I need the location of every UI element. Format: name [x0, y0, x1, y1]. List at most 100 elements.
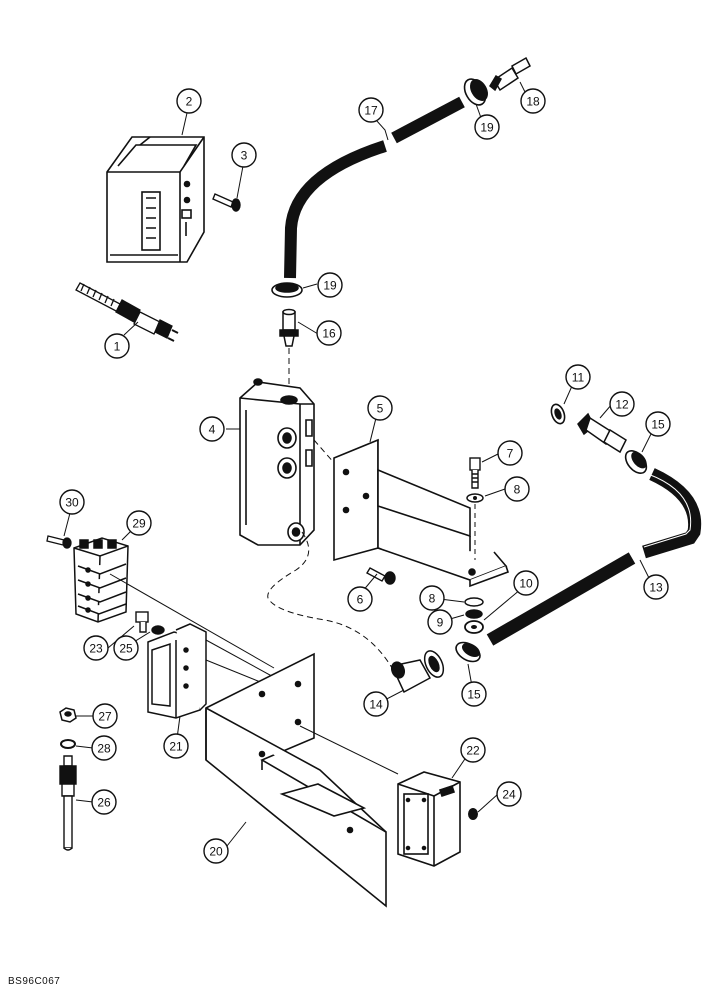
heater-element-part-26: [59, 755, 77, 851]
callout-9-label: 9: [437, 616, 444, 630]
callout-28-label: 28: [97, 742, 111, 756]
callout-28: 28: [91, 735, 117, 761]
callout-13: 13: [643, 574, 669, 600]
nut-part-25: [151, 625, 165, 635]
lockwasher-part-9: [465, 609, 483, 619]
fitting-part-16: [279, 308, 299, 347]
callout-16: 16: [316, 320, 342, 346]
callout-22-label: 22: [466, 744, 480, 758]
nut-part-27: [59, 707, 77, 723]
callout-4: 4: [199, 416, 225, 442]
callout-19-top-label: 19: [480, 121, 494, 135]
bracket-part-5: [333, 438, 510, 588]
callout-30-label: 30: [65, 496, 79, 510]
callout-22: 22: [460, 737, 486, 763]
callout-25-label: 25: [119, 642, 133, 656]
hose-part-13-detail: [643, 473, 692, 548]
callout-15-bottom-label: 15: [467, 688, 481, 702]
hose-clamp-19-top: [463, 78, 488, 106]
callout-23-label: 23: [89, 642, 103, 656]
callout-11-label: 11: [572, 371, 585, 385]
hose-clamp-19-middle: [271, 282, 303, 298]
hose-clamp-15-right: [624, 449, 648, 475]
callout-20: 20: [203, 838, 229, 864]
callout-15-right-label: 15: [651, 418, 665, 432]
callout-2: 2: [176, 88, 202, 114]
figure-code: BS96C067: [8, 976, 61, 987]
callout-1: 1: [104, 333, 130, 359]
heater-body-part-4: [239, 378, 315, 546]
callout-8-top-label: 8: [514, 483, 521, 497]
bolt-part-23: [135, 611, 149, 633]
callout-23: 23: [83, 635, 109, 661]
callout-8-bottom-label: 8: [429, 592, 436, 606]
junction-box-part-22: [397, 771, 461, 867]
callout-19-middle-label: 19: [323, 279, 337, 293]
washer-part-28: [60, 739, 76, 749]
callout-5-label: 5: [377, 402, 384, 416]
callout-19-top: 19: [474, 114, 500, 140]
callout-5: 5: [367, 395, 393, 421]
relay-bracket-part-21: [147, 623, 207, 719]
washer-part-11: [550, 403, 566, 425]
fitting-part-18: [489, 56, 531, 92]
callout-6-label: 6: [357, 593, 364, 607]
hose-part-17: [284, 96, 465, 279]
callout-3: 3: [231, 142, 257, 168]
callout-26-label: 26: [97, 796, 111, 810]
callout-16-label: 16: [322, 327, 336, 341]
callout-24-label: 24: [502, 788, 516, 802]
callout-30: 30: [59, 489, 85, 515]
callout-8-top: 8: [504, 476, 530, 502]
callout-26: 26: [91, 789, 117, 815]
callout-10: 10: [513, 570, 539, 596]
callout-25: 25: [113, 635, 139, 661]
callout-29-label: 29: [132, 517, 146, 531]
nut-part-24: [468, 808, 478, 820]
elbow-fitting-part-14: [390, 650, 445, 694]
callout-7-label: 7: [507, 447, 514, 461]
callout-15-bottom: 15: [461, 681, 487, 707]
mounting-plate-part-20: [205, 652, 387, 908]
callout-3-label: 3: [241, 149, 248, 163]
callout-21: 21: [163, 733, 189, 759]
screw-part-30: [46, 535, 72, 549]
callout-29: 29: [126, 510, 152, 536]
probe-part-1: [75, 282, 179, 342]
callout-13-label: 13: [649, 581, 663, 595]
callout-12-label: 12: [615, 398, 629, 412]
callout-19-middle: 19: [317, 272, 343, 298]
callout-24: 24: [496, 781, 522, 807]
callout-20-label: 20: [209, 845, 223, 859]
callout-14-label: 14: [369, 698, 383, 712]
callout-27-label: 27: [98, 710, 112, 724]
fitting-part-12: [577, 412, 627, 454]
callout-9: 9: [427, 609, 453, 635]
callout-8-bottom: 8: [419, 585, 445, 611]
callout-14: 14: [363, 691, 389, 717]
bolt-part-7: [469, 457, 481, 489]
callout-1-label: 1: [114, 340, 121, 354]
callout-18: 18: [520, 88, 546, 114]
hidden-hose-path: [267, 531, 393, 669]
callout-12: 12: [609, 391, 635, 417]
callout-27: 27: [92, 703, 118, 729]
washer-part-8-bottom: [464, 597, 484, 607]
callout-7: 7: [497, 440, 523, 466]
screw-part-3: [212, 193, 241, 212]
hose-clamp-15-bottom: [455, 641, 481, 663]
callout-15-right: 15: [645, 411, 671, 437]
callout-21-label: 21: [169, 740, 183, 754]
callout-11: 11: [565, 364, 591, 390]
callout-6: 6: [347, 586, 373, 612]
callout-17-label: 17: [364, 104, 378, 118]
terminal-block-part-29: [73, 537, 129, 623]
hose-part-13: [486, 468, 702, 646]
callout-18-label: 18: [526, 95, 540, 109]
callout-2-label: 2: [186, 95, 193, 109]
callout-10-label: 10: [519, 577, 533, 591]
control-box: [106, 136, 205, 263]
callout-4-label: 4: [209, 423, 216, 437]
callout-17: 17: [358, 97, 384, 123]
